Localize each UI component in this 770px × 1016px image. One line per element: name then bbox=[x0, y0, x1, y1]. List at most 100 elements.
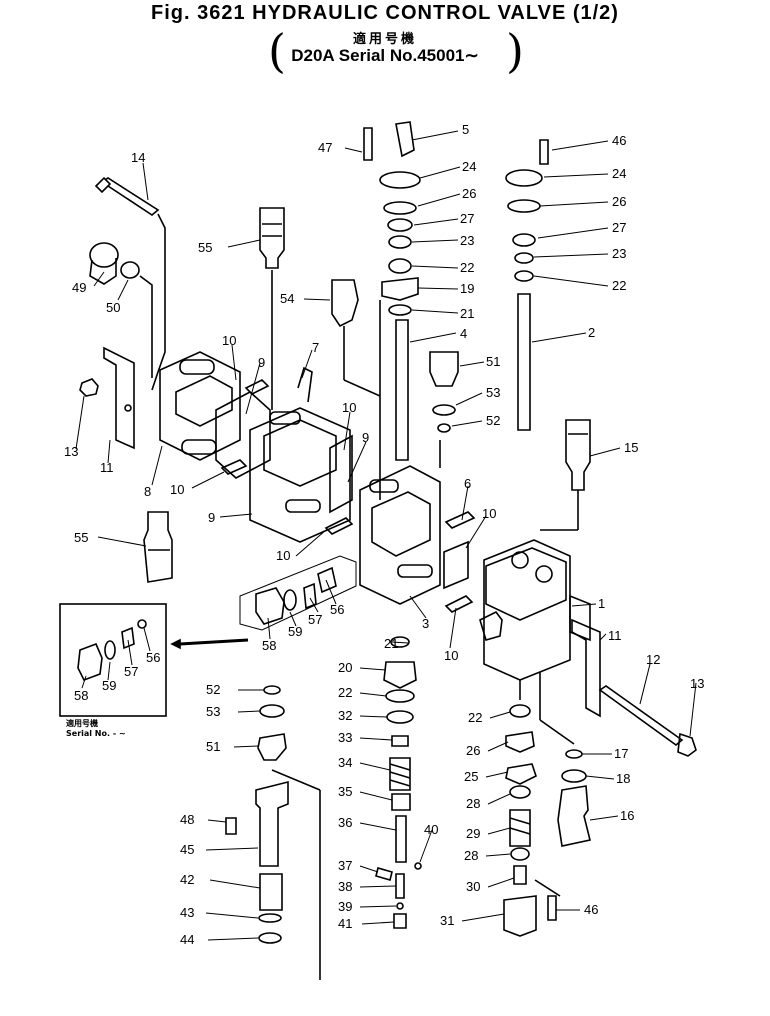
callout-34: 34 bbox=[338, 755, 352, 770]
close-paren: ) bbox=[506, 24, 524, 78]
callout-12: 12 bbox=[646, 652, 660, 667]
valve-15 bbox=[540, 419, 591, 531]
callout-51: 51 bbox=[486, 354, 500, 369]
callout-10: 10 bbox=[342, 400, 356, 415]
applicable-model-label: 適用号機 bbox=[352, 31, 417, 46]
callout-20: 20 bbox=[338, 660, 352, 675]
callout-58: 58 bbox=[74, 688, 88, 703]
callout-35: 35 bbox=[338, 784, 352, 799]
valve-54 bbox=[331, 279, 381, 397]
middle-lower-stack bbox=[375, 636, 422, 929]
callout-11: 11 bbox=[608, 628, 622, 643]
callout-2: 2 bbox=[588, 325, 595, 340]
bracket-part-left bbox=[79, 346, 135, 450]
callout-9: 9 bbox=[258, 355, 265, 370]
plug-assembly-58 bbox=[239, 555, 357, 631]
relief-valve-55-bottom bbox=[143, 511, 173, 583]
callout-6: 9 bbox=[208, 510, 215, 525]
callout-26: 26 bbox=[612, 194, 626, 209]
callout-48: 48 bbox=[180, 812, 194, 827]
spool-assembly-4 bbox=[363, 121, 421, 500]
callout-13: 13 bbox=[690, 676, 704, 691]
callout-53: 53 bbox=[486, 385, 500, 400]
callout-56: 56 bbox=[146, 650, 160, 665]
callout-47: 47 bbox=[318, 140, 332, 155]
callout-27: 27 bbox=[612, 220, 626, 235]
callout-57: 57 bbox=[308, 612, 322, 627]
callout-28: 28 bbox=[464, 848, 478, 863]
callout-59: 59 bbox=[102, 678, 116, 693]
callout-43: 43 bbox=[180, 905, 194, 920]
callout-19: 19 bbox=[460, 281, 474, 296]
callout-17: 17 bbox=[614, 746, 628, 761]
callout-52: 52 bbox=[486, 413, 500, 428]
callout-51: 51 bbox=[206, 739, 220, 754]
callout-55: 55 bbox=[198, 240, 212, 255]
valve-section-1 bbox=[479, 539, 591, 681]
callout-10: 10 bbox=[276, 548, 290, 563]
callout-13: 13 bbox=[64, 444, 78, 459]
leader-lines bbox=[75, 130, 697, 941]
callout-42: 42 bbox=[180, 872, 194, 887]
callout-33: 33 bbox=[338, 730, 352, 745]
callout-23: 23 bbox=[612, 246, 626, 261]
callout-32: 32 bbox=[338, 708, 352, 723]
callout-50: 50 bbox=[106, 300, 120, 315]
callout-46: 46 bbox=[584, 902, 598, 917]
callout-55: 55 bbox=[74, 530, 88, 545]
callout-24: 24 bbox=[612, 166, 626, 181]
callout-24: 24 bbox=[462, 159, 476, 174]
callout-23: 23 bbox=[460, 233, 474, 248]
callout-44: 44 bbox=[180, 932, 194, 947]
callout-18: 18 bbox=[616, 771, 630, 786]
callout-9: 10 bbox=[482, 506, 496, 521]
callout-40: 40 bbox=[424, 822, 438, 837]
callout-26: 26 bbox=[462, 186, 476, 201]
callout-28: 28 bbox=[466, 796, 480, 811]
callout-57: 57 bbox=[124, 664, 138, 679]
plug-set-16 bbox=[539, 672, 591, 847]
callout-37: 37 bbox=[338, 858, 352, 873]
callout-10: 10 bbox=[444, 648, 458, 663]
callout-1: 1 bbox=[598, 596, 605, 611]
callout-10: 10 bbox=[170, 482, 184, 497]
callout-26: 26 bbox=[466, 743, 480, 758]
callout-21: 21 bbox=[384, 636, 398, 651]
callout-16: 16 bbox=[620, 808, 634, 823]
callout-27: 27 bbox=[460, 211, 474, 226]
callout-29: 29 bbox=[466, 826, 480, 841]
callout-14: 14 bbox=[131, 150, 145, 165]
callout-59: 59 bbox=[288, 624, 302, 639]
callout-5: 5 bbox=[462, 122, 469, 137]
inset-serial-note: Serial No. - ∼ bbox=[66, 729, 126, 738]
callout-39: 39 bbox=[338, 899, 352, 914]
relief-valve-55-top bbox=[259, 207, 285, 410]
figure-title: Fig. 3621 HYDRAULIC CONTROL VALVE (1/2) bbox=[151, 2, 619, 24]
callout-3: 3 bbox=[422, 616, 429, 631]
callout-22: 22 bbox=[460, 260, 474, 275]
callout-46: 46 bbox=[612, 133, 626, 148]
callout-41: 41 bbox=[338, 916, 352, 931]
end-cover-part bbox=[159, 351, 270, 475]
plug-part-49 bbox=[89, 242, 153, 378]
callout-22: 22 bbox=[468, 710, 482, 725]
bracket-part-right bbox=[571, 618, 697, 757]
callout-15: 15 bbox=[624, 440, 638, 455]
callout-10: 6 bbox=[464, 476, 471, 491]
callout-labels: 14 47 5 46 24 24 26 26 27 27 23 23 22 22… bbox=[64, 122, 704, 947]
callout-30: 30 bbox=[466, 879, 480, 894]
callout-4: 4 bbox=[460, 326, 467, 341]
callout-22: 22 bbox=[338, 685, 352, 700]
callout-7: 7 bbox=[312, 340, 319, 355]
callout-22: 22 bbox=[612, 278, 626, 293]
open-paren: ( bbox=[268, 24, 286, 78]
callout-36: 36 bbox=[338, 815, 352, 830]
callout-11: 11 bbox=[100, 460, 114, 475]
callout-8: 8 bbox=[144, 484, 151, 499]
serial-range: D20A Serial No.45001∼ bbox=[291, 46, 479, 65]
right-lower-stack bbox=[503, 680, 561, 937]
callout-31: 31 bbox=[440, 913, 454, 928]
callout-25: 25 bbox=[464, 769, 478, 784]
callout-58: 58 bbox=[262, 638, 276, 653]
